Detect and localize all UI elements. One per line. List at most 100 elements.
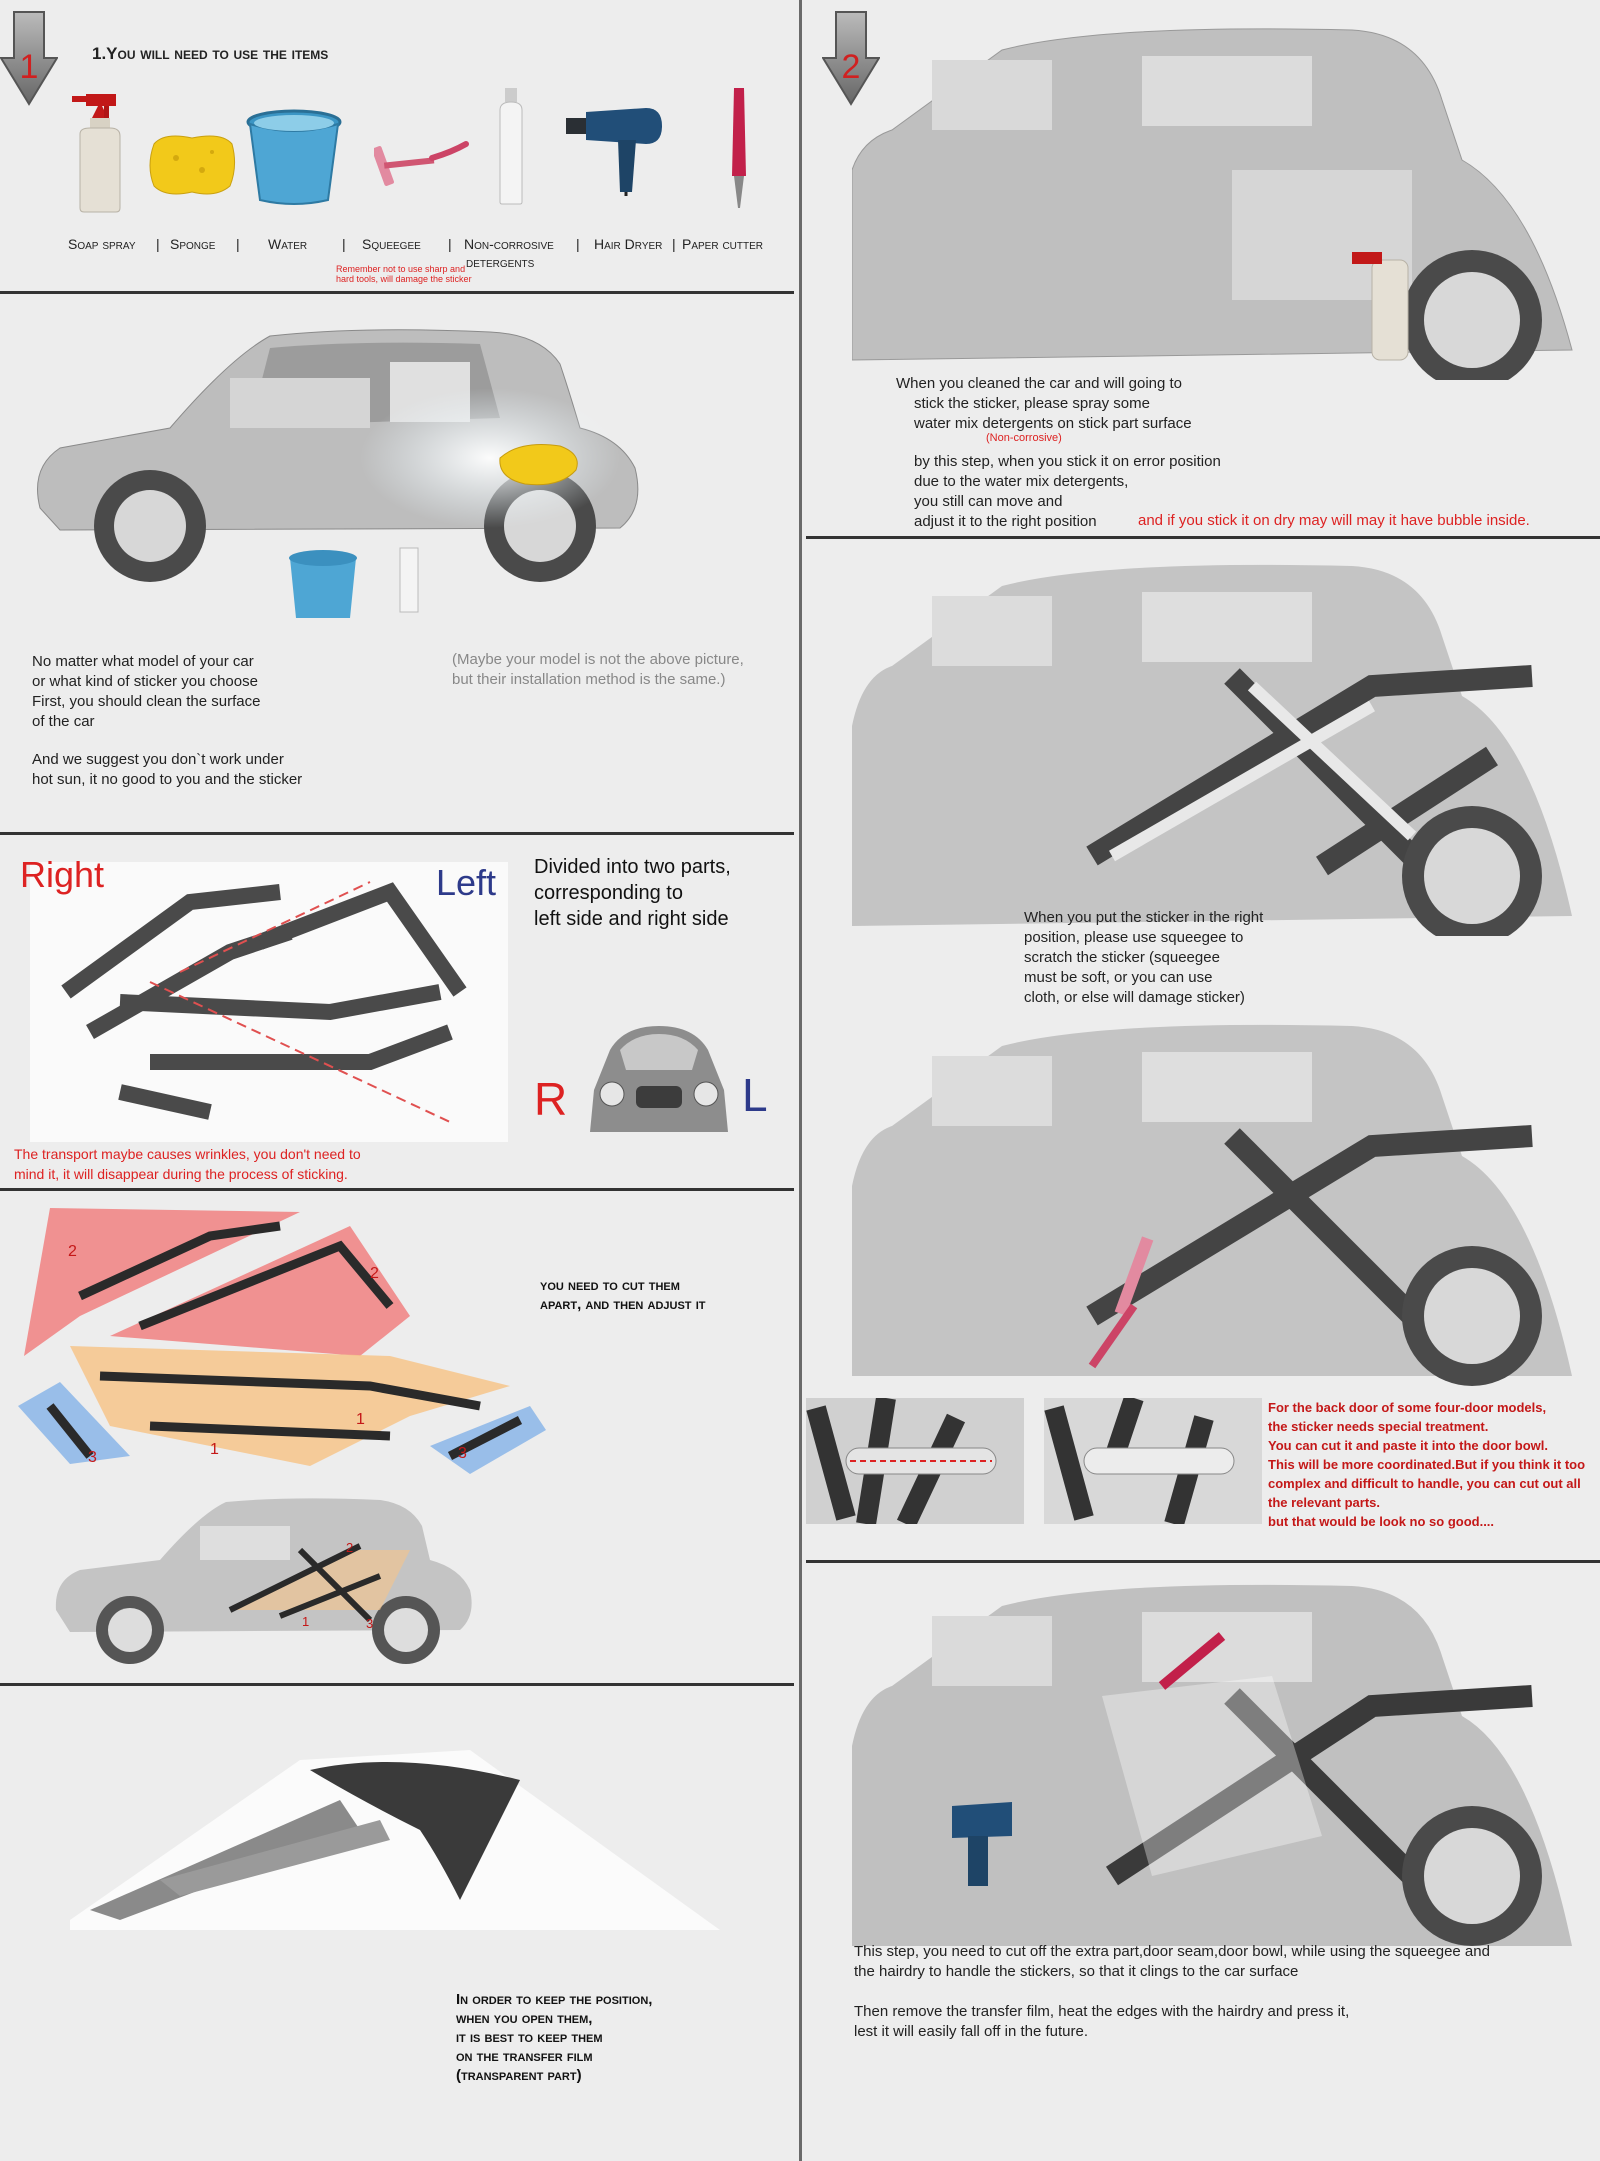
text-line: but that would be look no so good.... (1268, 1514, 1495, 1529)
label-paper-cutter: Paper cutter (682, 236, 764, 252)
spray-bottle-icon (72, 94, 121, 213)
clean-instructions: No matter what model of your car or what… (32, 652, 302, 790)
transfer-instruction: In order to keep the position, when you … (456, 1990, 652, 2085)
text-line: due to the water mix detergents, (914, 473, 1129, 490)
l-label: L (742, 1069, 768, 1121)
text-line: the sticker needs special treatment. (1268, 1419, 1489, 1434)
step-number: 2 (841, 48, 861, 86)
text-line: of the car (32, 713, 95, 730)
section-divider (0, 291, 794, 294)
text-line: you still can move and (914, 493, 1063, 510)
text-line: must be soft, or you can use (1024, 969, 1213, 986)
section-divider (806, 1560, 1600, 1563)
separator: | (236, 236, 240, 252)
squeegee-instructions: When you put the sticker in the right po… (1024, 908, 1263, 1008)
separator: | (448, 236, 452, 252)
center-divider (799, 0, 802, 2161)
piece-label: 2 (370, 1265, 379, 1282)
label-non-corrosive: Non-corrosive (464, 236, 554, 252)
piece-label: 1 (356, 1411, 365, 1428)
left-label: Left (436, 862, 497, 903)
bottle-icon (499, 88, 523, 205)
section-divider (0, 832, 794, 835)
model-note: (Maybe your model is not the above pictu… (452, 650, 744, 690)
cut-pieces-illustration: 2 2 1 1 3 3 (18, 1208, 546, 1474)
tools-warning-line: hard tools, will damage the sticker (336, 274, 472, 284)
text-line: left side and right side (534, 908, 729, 930)
car-cut-preview: 2 1 3 (55, 1498, 472, 1664)
door-handle-cut-image (806, 1398, 1024, 1524)
text-line: by this step, when you stick it on error… (914, 453, 1221, 470)
bucket-icon (246, 109, 342, 205)
car-piece-label: 1 (302, 1614, 309, 1629)
cut-instruction: you need to cut them apart, and then adj… (540, 1276, 705, 1314)
step-arrow-icon: 2 (821, 10, 881, 106)
door-instructions: For the back door of some four-door mode… (1268, 1398, 1585, 1531)
text-line: you need to cut them (540, 1277, 680, 1294)
text-line: cloth, or else will damage sticker) (1024, 989, 1245, 1006)
step-arrow-icon: 1 (0, 10, 59, 106)
final-instructions: This step, you need to cut off the extra… (854, 1942, 1490, 2042)
text-line: scratch the sticker (squeegee (1024, 949, 1220, 966)
text-line: Then remove the transfer film, heat the … (854, 2003, 1350, 2020)
text-line: complex and difficult to handle, you can… (1268, 1476, 1581, 1491)
section-divider (0, 1188, 794, 1191)
label-soap-spray: Soap spray (68, 236, 136, 252)
dry-warning: and if you stick it on dry may will may … (1138, 512, 1530, 529)
text-line: For the back door of some four-door mode… (1268, 1400, 1547, 1415)
section-divider (0, 1683, 794, 1686)
text-line: mind it, it will disappear during the pr… (14, 1166, 348, 1182)
sticker-sheet (30, 862, 508, 1142)
piece-label: 2 (68, 1243, 77, 1260)
car-front-icon (590, 1026, 728, 1132)
right-label: Right (20, 854, 105, 895)
text-line: When you cleaned the car and will going … (896, 375, 1183, 392)
label-water: Water (268, 236, 308, 252)
text-line: adjust it to the right position (914, 513, 1097, 530)
text-line: Divided into two parts, (534, 856, 731, 878)
text-line: on the transfer film (456, 2048, 593, 2065)
non-corrosive-note: (Non-corrosive) (986, 432, 1062, 444)
text-line: position, please use squeegee to (1024, 929, 1244, 946)
car-sticker-placed-illustration (852, 564, 1572, 936)
separator: | (156, 236, 160, 252)
car-finishing-illustration (852, 1584, 1572, 1946)
piece-label: 1 (210, 1441, 219, 1458)
parts-description: Divided into two parts, corresponding to… (534, 854, 731, 932)
text-line: the relevant parts. (1268, 1495, 1380, 1510)
tools-title: 1.You will need to use the items (92, 44, 329, 63)
text-line: No matter what model of your car (32, 653, 254, 670)
text-line: When you put the sticker in the right (1024, 909, 1264, 926)
text-line: The transport maybe causes wrinkles, you… (14, 1146, 361, 1162)
car-washing-illustration (37, 329, 639, 618)
wrinkle-note: The transport maybe causes wrinkles, you… (14, 1144, 361, 1184)
text-line: but their installation method is the sam… (452, 671, 726, 688)
text-line: stick the sticker, please spray some (914, 395, 1150, 412)
spray-instructions-2: by this step, when you stick it on error… (914, 452, 1221, 532)
text-line: You can cut it and paste it into the doo… (1268, 1438, 1548, 1453)
car-piece-label: 2 (346, 1540, 353, 1555)
text-line: apart, and then adjust it (540, 1296, 706, 1313)
car-squeegee-illustration (852, 1024, 1572, 1386)
text-line: when you open them, (456, 2010, 593, 2027)
text-line: it is best to keep them (456, 2029, 603, 2046)
text-line: corresponding to (534, 882, 683, 904)
separator: | (576, 236, 580, 252)
text-line: This will be more coordinated.But if you… (1268, 1457, 1586, 1472)
separator: | (342, 236, 346, 252)
label-sponge: Sponge (170, 236, 216, 252)
separator: | (672, 236, 676, 252)
text-line: In order to keep the position, (456, 1991, 653, 2008)
text-line: (transparent part) (456, 2067, 582, 2084)
sticker-sheet-graphic (61, 881, 467, 1123)
tools-warning: Remember not to use sharp and hard tools… (336, 264, 472, 284)
car-spray-illustration (852, 28, 1573, 380)
tools-warning-line: Remember not to use sharp and (336, 264, 466, 274)
section-divider (806, 536, 1600, 539)
text-line: water mix detergents on stick part surfa… (914, 415, 1192, 432)
spray-instructions: When you cleaned the car and will going … (896, 374, 1192, 434)
text-line: the hairdry to handle the stickers, so t… (854, 1963, 1299, 1980)
r-label: R (534, 1073, 568, 1125)
text-line: And we suggest you don`t work under (32, 751, 284, 768)
piece-label: 3 (458, 1445, 467, 1462)
